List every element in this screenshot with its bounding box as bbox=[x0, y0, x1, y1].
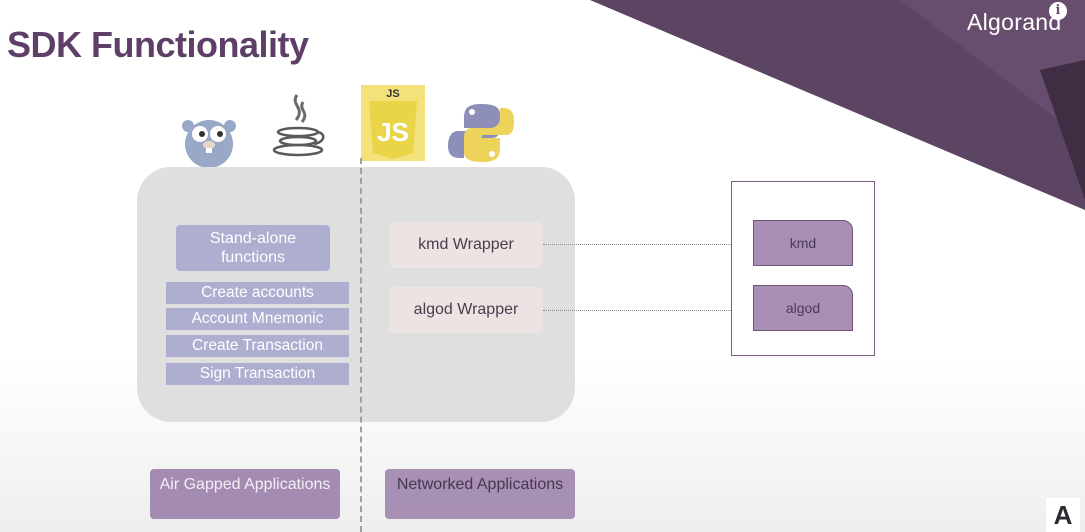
divider-line bbox=[360, 158, 362, 532]
info-icon[interactable]: i bbox=[1049, 2, 1067, 20]
algod-connector bbox=[543, 310, 753, 311]
python-icon bbox=[448, 104, 514, 162]
kmd-node: kmd bbox=[753, 220, 853, 266]
function-item: Create Transaction bbox=[166, 335, 349, 357]
go-gopher-icon bbox=[182, 120, 236, 168]
kmd-connector bbox=[543, 244, 753, 245]
algod-wrapper-box: algod Wrapper bbox=[389, 287, 543, 333]
page-title: SDK Functionality bbox=[7, 24, 309, 65]
air-gapped-label: Air Gapped Applications bbox=[150, 469, 340, 519]
function-item: Create accounts bbox=[166, 282, 349, 304]
function-item: Sign Transaction bbox=[166, 363, 349, 385]
js-glyph: JS bbox=[377, 117, 409, 147]
algorand-logo: Algorand bbox=[967, 9, 1062, 35]
algod-node: algod bbox=[753, 285, 853, 331]
kmd-wrapper-box: kmd Wrapper bbox=[389, 222, 543, 268]
function-item: Account Mnemonic bbox=[166, 308, 349, 330]
algorand-corner-icon: A bbox=[1046, 498, 1080, 532]
js-caption: JS bbox=[386, 88, 399, 100]
standalone-functions-box: Stand-alone functions bbox=[176, 225, 330, 271]
javascript-icon: JS JS bbox=[361, 85, 425, 161]
java-icon bbox=[272, 94, 325, 157]
networked-label: Networked Applications bbox=[385, 469, 575, 519]
